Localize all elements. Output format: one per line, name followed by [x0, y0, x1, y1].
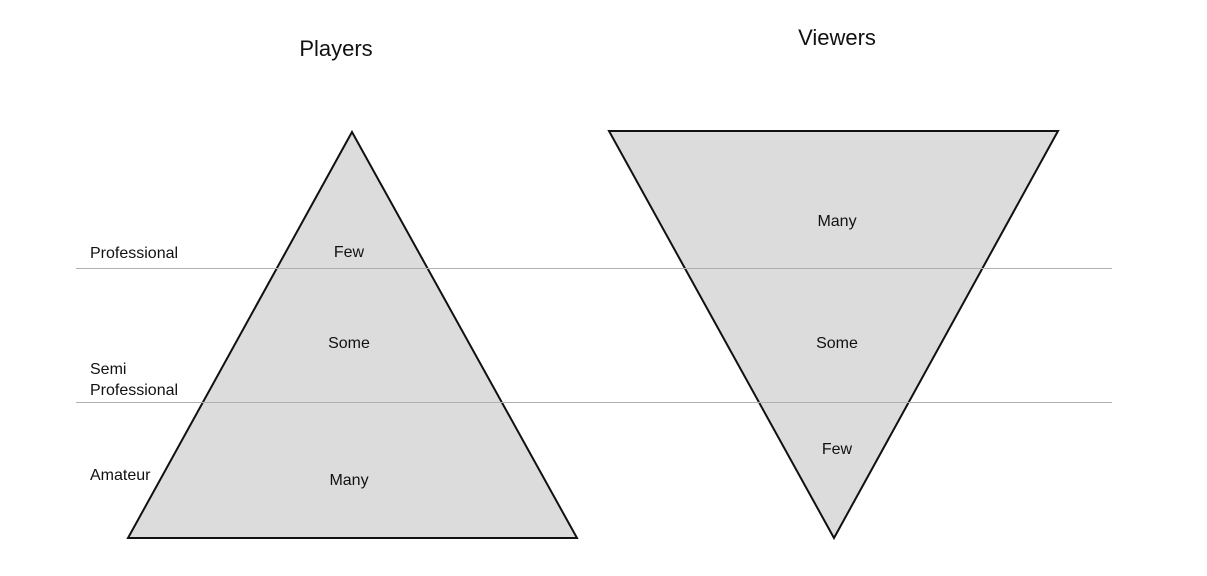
viewers-professional-quantity: Many [817, 213, 857, 230]
tier-label-semi-professional: Semi Professional [90, 359, 178, 401]
players-professional-quantity: Few [333, 244, 365, 261]
viewers-semi-professional-quantity: Some [816, 335, 858, 352]
players-amateur-quantity: Many [329, 472, 369, 489]
players-pyramid [126, 129, 579, 539]
tier-label-semi-line2: Professional [90, 382, 179, 399]
tier-label-semi-line1: Semi [90, 361, 127, 378]
viewers-inverted-pyramid [607, 130, 1060, 541]
players-title: Players [299, 36, 373, 61]
tier-label-amateur: Amateur [90, 467, 151, 484]
viewers-title: Viewers [798, 25, 876, 50]
tier-label-professional: Professional [90, 245, 179, 262]
viewers-amateur-quantity: Few [821, 441, 853, 458]
players-semi-professional-quantity: Some [328, 335, 370, 352]
